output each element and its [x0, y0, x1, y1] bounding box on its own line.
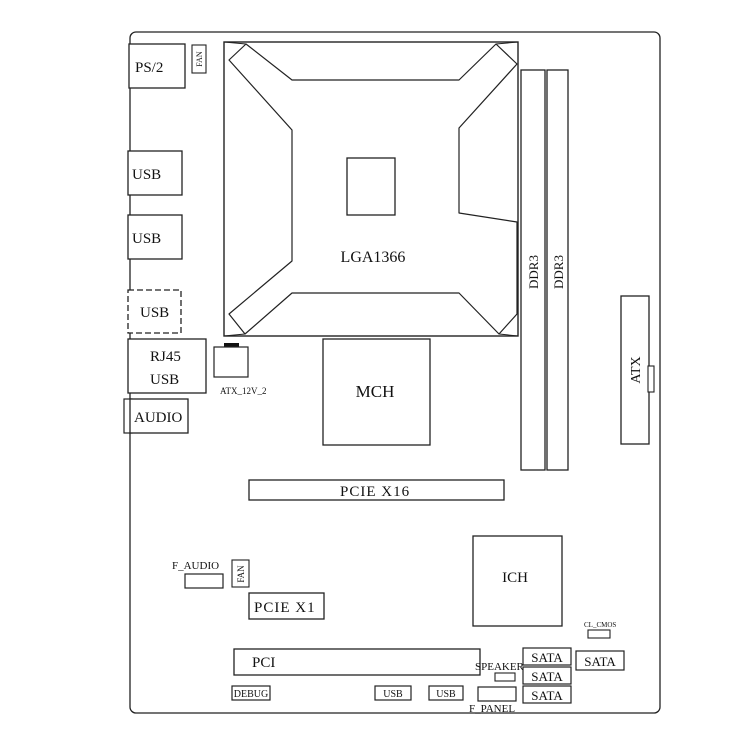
debug-header: DEBUG	[231, 685, 271, 701]
debug-label: DEBUG	[234, 689, 268, 700]
sata-port-3: SATA	[522, 685, 572, 704]
atx-12v-connector: ATX_12V_2	[213, 343, 267, 396]
front-audio-header: F_AUDIO	[172, 560, 224, 589]
cpu-socket-label: LGA1366	[341, 249, 406, 266]
atx-power-connector: ATX	[620, 295, 655, 445]
clear-cmos-label: CL_CMOS	[584, 621, 616, 629]
atx-12v-label: ATX_12V_2	[220, 386, 267, 396]
cpu-die	[346, 157, 396, 216]
sata-port-4: SATA	[575, 650, 625, 671]
pci-label: PCI	[252, 655, 275, 671]
sata-port-1: SATA	[522, 647, 572, 666]
pcie-x16-slot: PCIE X16	[248, 479, 505, 501]
rj45-usb-connector: RJ45 USB	[127, 338, 207, 394]
system-fan-label: FAN	[236, 565, 246, 583]
ps2-fan-header: FAN	[191, 44, 207, 74]
usb-port-1-label: USB	[132, 167, 161, 183]
ps2-label: PS/2	[135, 60, 163, 76]
pcie-x16-label: PCIE X16	[340, 484, 410, 500]
ich-chip: ICH	[472, 535, 563, 627]
mch-chip: MCH	[322, 338, 431, 446]
ddr3-slot-1: DDR3	[520, 69, 546, 471]
ich-label: ICH	[502, 570, 528, 586]
speaker-header: SPEAKER	[475, 661, 525, 682]
usb-header-a: USB	[374, 685, 412, 701]
audio-label: AUDIO	[134, 410, 182, 426]
front-panel-header: F_PANEL	[469, 686, 517, 715]
pci-slot: PCI	[233, 648, 481, 676]
usb-header-b: USB	[428, 685, 464, 701]
usb-port-3: USB	[127, 289, 182, 334]
clear-cmos-jumper: CL_CMOS	[584, 621, 616, 639]
speaker-label: SPEAKER	[475, 661, 525, 673]
ddr3-slot-2-label: DDR3	[551, 255, 566, 289]
usb-port-2: USB	[127, 214, 183, 260]
mch-label: MCH	[356, 382, 395, 401]
sata-port-2-label: SATA	[531, 669, 563, 684]
front-panel-label: F_PANEL	[469, 703, 515, 715]
usb-port-1: USB	[127, 150, 183, 196]
ps2-connector: PS/2	[128, 43, 186, 89]
system-fan-header: FAN	[231, 559, 250, 588]
usb-header-a-label: USB	[383, 689, 403, 700]
usb-port-3-label: USB	[140, 305, 169, 321]
sata-port-1-label: SATA	[531, 650, 563, 665]
sata-port-4-label: SATA	[584, 654, 616, 669]
sata-port-3-label: SATA	[531, 688, 563, 703]
ddr3-slot-1-label: DDR3	[526, 255, 541, 289]
cpu-socket: LGA1366	[223, 41, 519, 337]
rj45-usb-label: USB	[150, 372, 179, 388]
ps2-fan-label: FAN	[195, 51, 204, 67]
sata-port-2: SATA	[522, 666, 572, 685]
ddr3-slot-2: DDR3	[546, 69, 569, 471]
pcie-x1-slot: PCIE X1	[248, 592, 325, 620]
front-audio-label: F_AUDIO	[172, 560, 219, 572]
rj45-label: RJ45	[150, 349, 181, 365]
usb-header-b-label: USB	[436, 689, 456, 700]
audio-connector: AUDIO	[123, 398, 189, 434]
atx-power-label: ATX	[629, 356, 644, 383]
usb-port-2-label: USB	[132, 231, 161, 247]
socket-retention-frame	[228, 43, 518, 335]
pcie-x1-label: PCIE X1	[254, 600, 316, 616]
